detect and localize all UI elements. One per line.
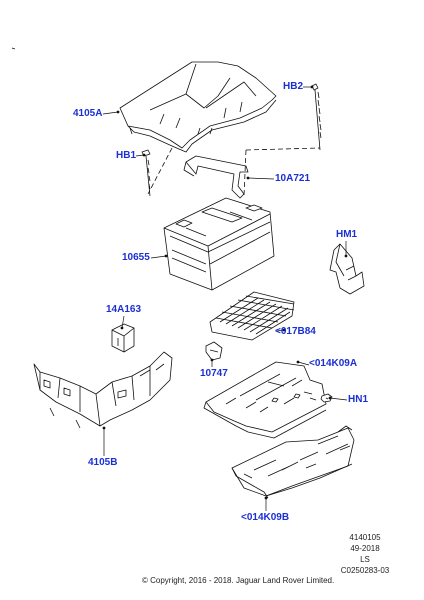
- side-panel-4105B: [33, 351, 173, 429]
- leader-lines: [102, 86, 348, 511]
- battery-cover-4105A: [119, 61, 277, 153]
- callout-HN1[interactable]: HN1: [348, 394, 369, 405]
- mesh-mat-017B84: [209, 291, 295, 341]
- battery-10655: [163, 197, 275, 291]
- diagram-date: 49-2018: [350, 544, 380, 553]
- callout-4105B[interactable]: 4105B: [88, 457, 118, 468]
- callout-10655[interactable]: 10655: [122, 252, 150, 263]
- diagram-code: 4140105: [349, 533, 381, 542]
- callout-014K09A[interactable]: <014K09A: [309, 358, 358, 369]
- copyright-notice: © Copyright, 2016 - 2018. Jaguar Land Ro…: [142, 576, 335, 585]
- diagram-ref: C0250283-03: [340, 566, 390, 575]
- callout-HM1[interactable]: HM1: [336, 229, 358, 240]
- clip-14A163: [111, 323, 135, 353]
- callout-10747[interactable]: 10747: [200, 368, 228, 379]
- corner-mark: [11, 47, 16, 50]
- callout-HB1[interactable]: HB1: [116, 150, 137, 161]
- bracket-10A721: [183, 155, 249, 199]
- tray-014K09A: [203, 361, 327, 439]
- callout-4105A[interactable]: 4105A: [73, 108, 103, 119]
- callout-14A163[interactable]: 14A163: [106, 304, 142, 315]
- callout-014K09B[interactable]: <014K09B: [241, 512, 290, 523]
- bracket-HM1: [329, 243, 365, 295]
- diagram-ls: LS: [360, 555, 370, 564]
- clip-10747: [205, 341, 223, 361]
- bolt-HB1: [141, 149, 151, 197]
- bolt-HB2: [311, 83, 322, 151]
- callout-10A721[interactable]: 10A721: [275, 173, 311, 184]
- nut-HN1: [320, 393, 333, 403]
- leader-dots: [102, 85, 348, 500]
- callout-HB2[interactable]: HB2: [283, 81, 304, 92]
- callout-017B84[interactable]: <017B84: [275, 326, 316, 337]
- tray-014K09B: [231, 425, 355, 499]
